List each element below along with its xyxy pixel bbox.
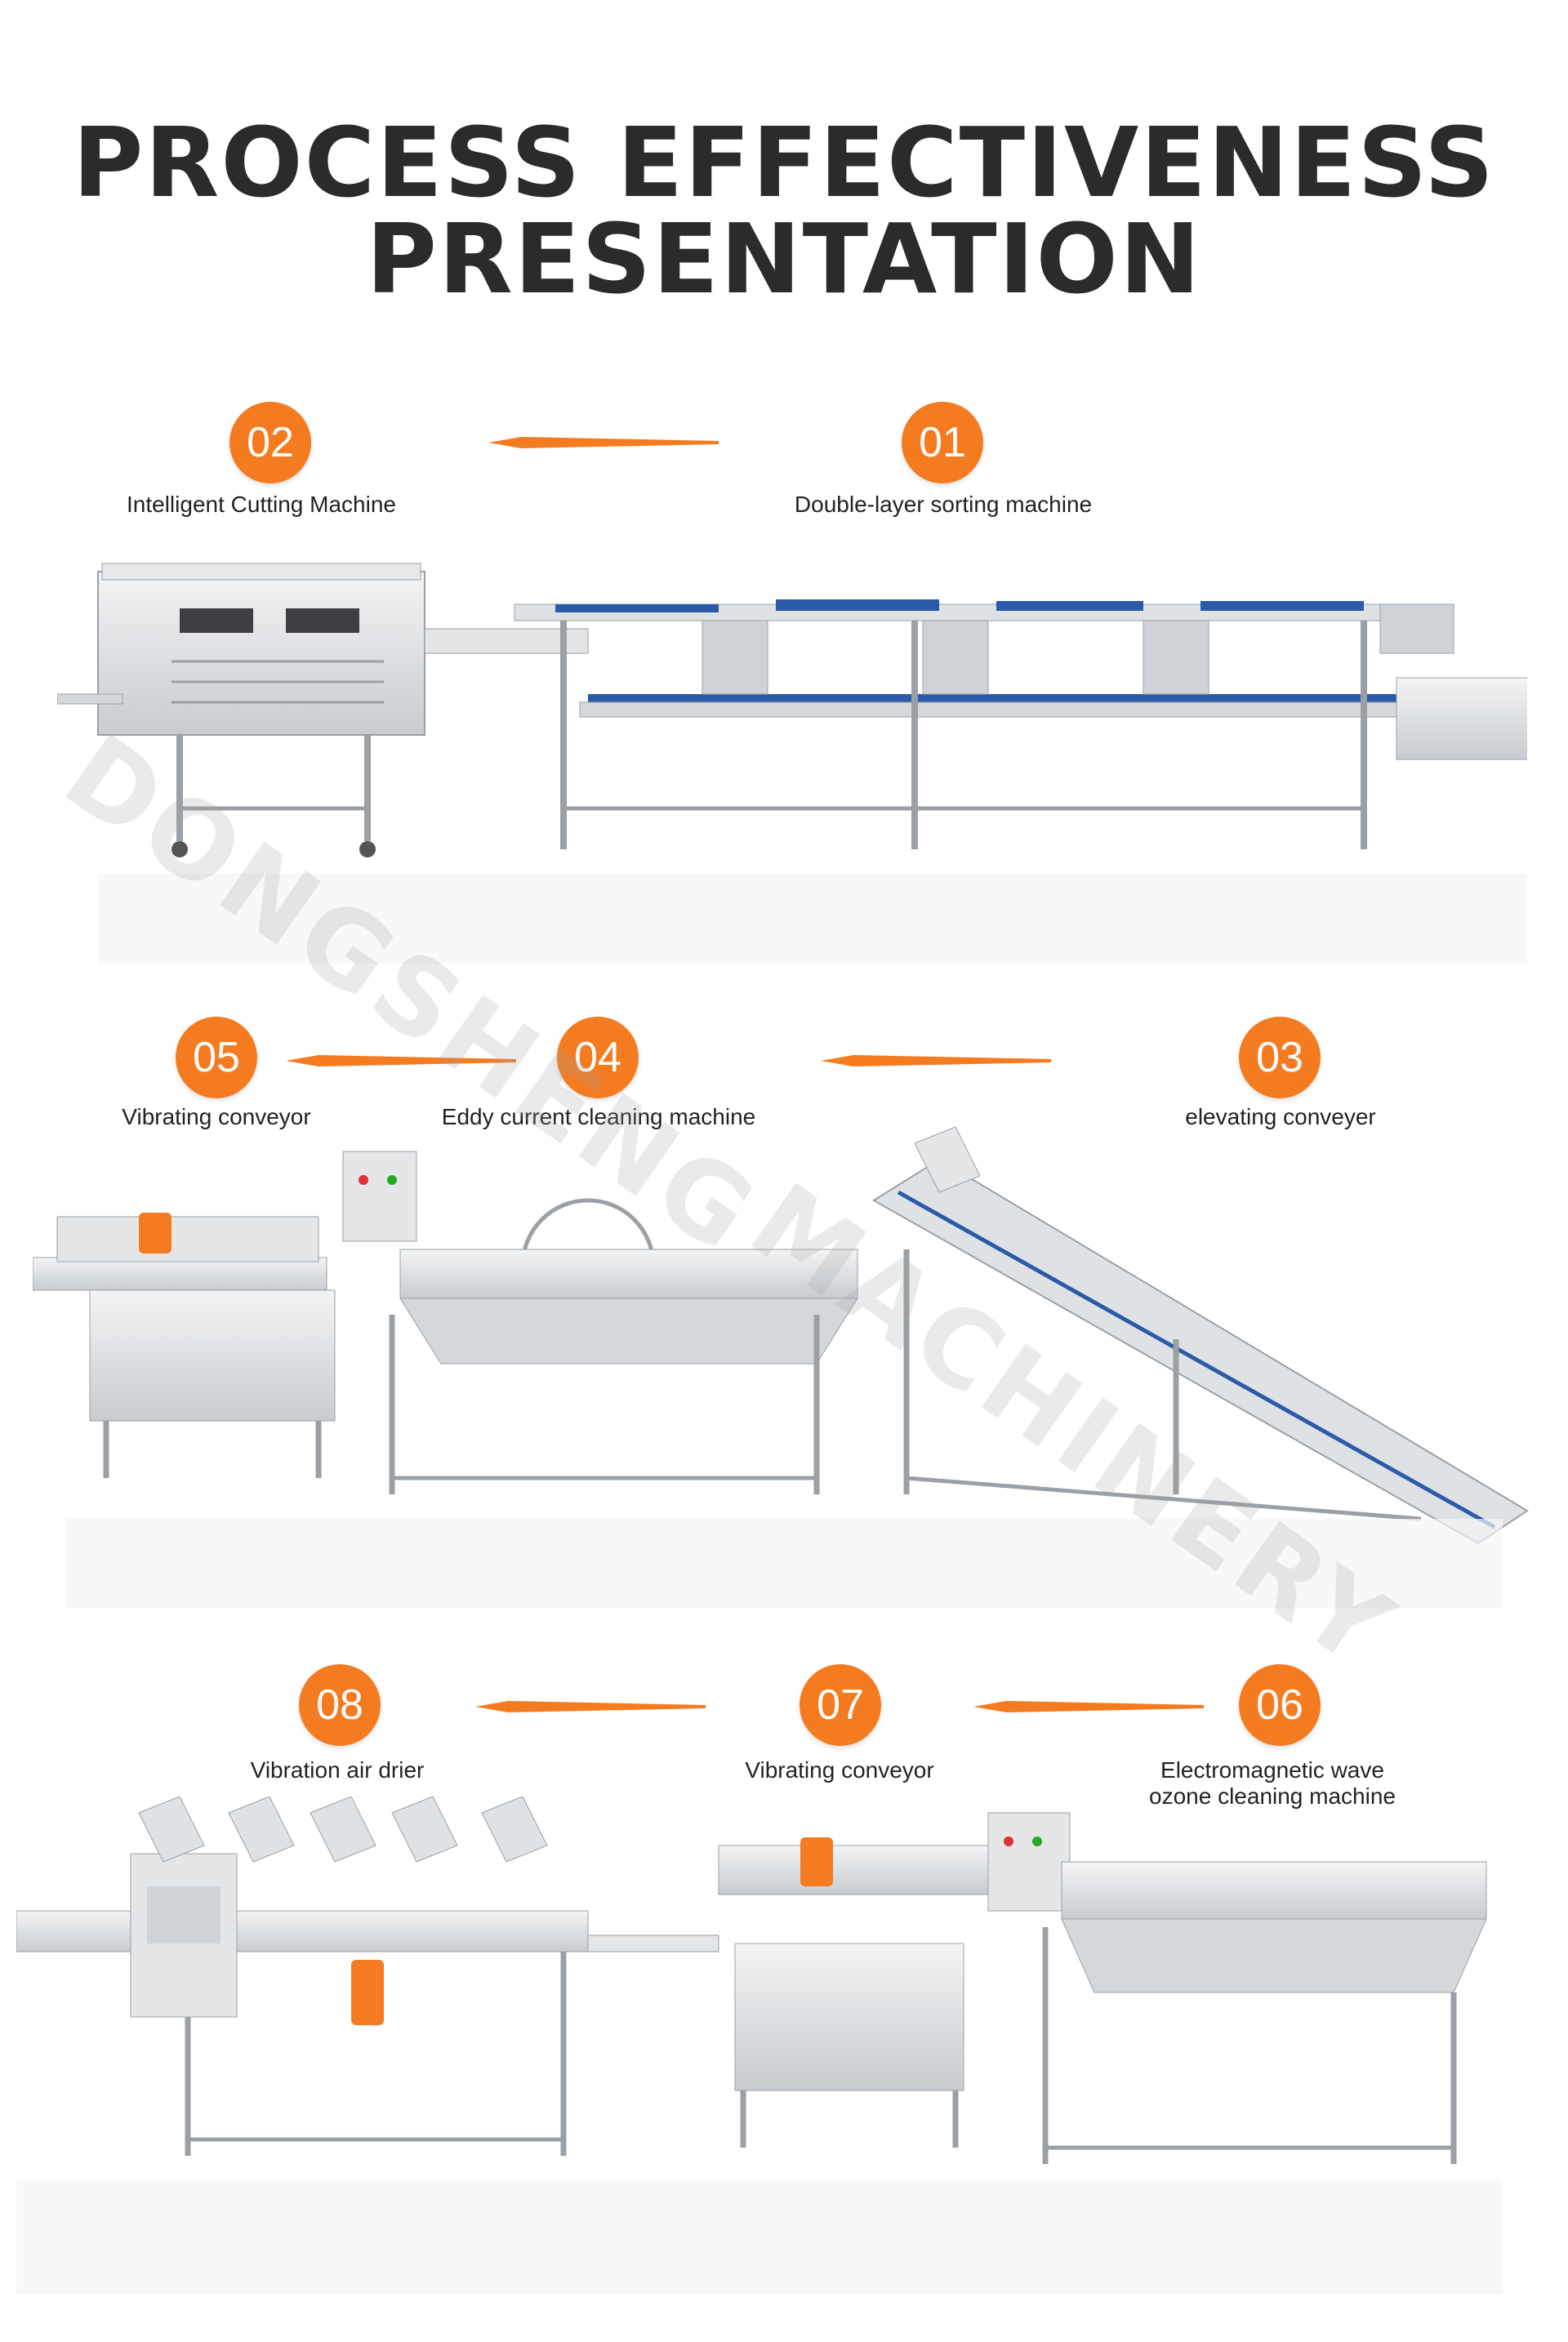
- elevating-conveyer-image: [872, 1127, 1529, 1545]
- arrow-left-icon: [475, 1701, 706, 1712]
- page-title-line-1: PROCESS EFFECTIVENESS: [73, 106, 1495, 219]
- ozone-cleaning-machine-image: [987, 1812, 1487, 2164]
- step-label-06: Electromagnetic wave ozone cleaning mach…: [1149, 1757, 1396, 1810]
- step-label-01: Double-layer sorting machine: [794, 492, 1093, 517]
- step-badge-01: 01: [902, 402, 983, 483]
- eddy-current-cleaning-machine-image: [342, 1151, 858, 1494]
- step-badge-08: 08: [299, 1664, 381, 1746]
- sorting-machine-image: [514, 599, 1527, 849]
- step-label-06-line-2: ozone cleaning machine: [1149, 1783, 1396, 1810]
- step-label-05: Vibrating conveyor: [122, 1104, 311, 1129]
- step-badge-07: 07: [800, 1664, 881, 1746]
- step-badge-02: 02: [229, 402, 311, 483]
- arrow-left-icon: [488, 437, 719, 448]
- machine-illustration-row-2: [33, 1127, 1529, 1609]
- step-badge-03: 03: [1239, 1017, 1321, 1098]
- arrow-left-icon: [973, 1701, 1204, 1712]
- step-badge-04: 04: [557, 1017, 639, 1098]
- vibration-air-drier-image: [16, 1797, 719, 2156]
- machine-illustration-row-3: [16, 1797, 1503, 2295]
- vibrating-conveyor-2-image: [718, 1837, 997, 2148]
- arrow-left-icon: [286, 1055, 516, 1066]
- step-label-02: Intelligent Cutting Machine: [127, 492, 396, 517]
- step-label-04: Eddy current cleaning machine: [441, 1104, 756, 1129]
- step-badge-06: 06: [1239, 1664, 1321, 1746]
- step-label-08: Vibration air drier: [250, 1757, 425, 1783]
- step-badge-05: 05: [176, 1017, 257, 1098]
- vibrating-conveyor-image: [33, 1213, 336, 1478]
- arrow-left-icon: [821, 1055, 1051, 1066]
- cutting-machine-image: [57, 563, 589, 857]
- step-label-07: Vibrating conveyor: [745, 1757, 934, 1783]
- page-title-line-2: PRESENTATION: [366, 203, 1202, 315]
- machine-illustration-row-1: [57, 563, 1527, 964]
- step-label-06-line-1: Electromagnetic wave: [1160, 1757, 1384, 1783]
- step-label-03: elevating conveyer: [1185, 1104, 1376, 1129]
